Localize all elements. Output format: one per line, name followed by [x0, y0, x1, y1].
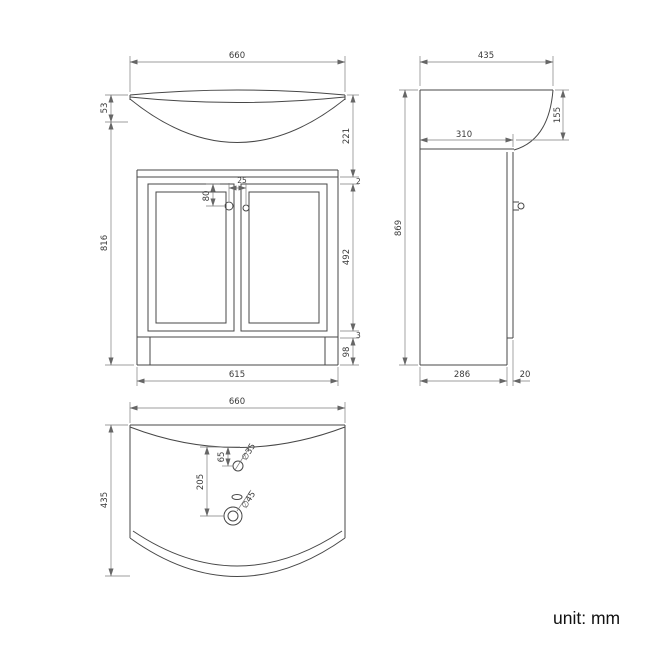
overflow-slot [231, 494, 243, 500]
dim-dia-35: ∅35 [240, 442, 258, 463]
unit-label: unit: mm [553, 608, 620, 628]
dim-660-top: 660 [229, 51, 245, 61]
dim-310: 310 [456, 130, 472, 140]
dim-80: 80 [202, 191, 212, 202]
waste-hole-outer [223, 506, 243, 526]
side-view: 435 155 310 869 286 20 [394, 51, 569, 386]
front-view-dimensions: 660 53 816 221 2 492 3 98 [100, 51, 361, 386]
right-door-panel [248, 191, 320, 324]
dim-20: 20 [520, 370, 531, 380]
plan-view: 660 435 65 205 ∅35 ∅45 [100, 397, 346, 577]
plan-back-inner-arc [129, 426, 346, 448]
right-door-knob [242, 204, 250, 212]
dim-816: 816 [100, 235, 110, 251]
leader-line-tap [234, 447, 250, 471]
basin-rim-front-arc [129, 96, 346, 103]
dim-98: 98 [342, 347, 352, 358]
plan-front-inner-arc [132, 530, 343, 567]
dim-492: 492 [342, 249, 352, 265]
plan-view-dimensions: 660 435 65 205 ∅35 ∅45 [100, 397, 346, 577]
waste-hole-inner [227, 510, 239, 522]
dim-869: 869 [394, 220, 404, 236]
dim-615: 615 [229, 370, 245, 380]
front-view: 660 53 816 221 2 492 3 98 [100, 51, 361, 386]
leader-line-waste [236, 489, 252, 512]
plan-front-arc [129, 537, 346, 577]
dim-155: 155 [553, 107, 563, 123]
dim-660-plan: 660 [229, 397, 245, 407]
dim-205: 205 [196, 474, 206, 490]
basin-profile-curve [513, 89, 554, 151]
tap-hole [232, 460, 244, 472]
left-door [147, 183, 235, 332]
dim-53: 53 [100, 103, 110, 114]
dim-221: 221 [342, 128, 352, 144]
side-door-knob [517, 202, 525, 210]
dim-3: 3 [356, 331, 361, 340]
left-door-panel [155, 191, 227, 324]
plan-view-outline [129, 424, 346, 577]
left-door-knob [224, 201, 234, 211]
dim-435-top: 435 [478, 51, 494, 61]
side-view-dimensions: 435 155 310 869 286 20 [394, 51, 569, 386]
dim-dia-45: ∅45 [240, 490, 258, 511]
dim-2: 2 [356, 177, 361, 186]
basin-rim-top-arc [129, 89, 346, 96]
dim-286: 286 [454, 370, 470, 380]
dim-25: 25 [237, 176, 247, 185]
dim-435-plan: 435 [100, 492, 110, 508]
basin-bowl-arc [129, 98, 346, 143]
dim-65: 65 [217, 452, 227, 463]
front-view-outline [129, 89, 346, 366]
right-door [240, 183, 328, 332]
side-view-outline [419, 89, 554, 366]
